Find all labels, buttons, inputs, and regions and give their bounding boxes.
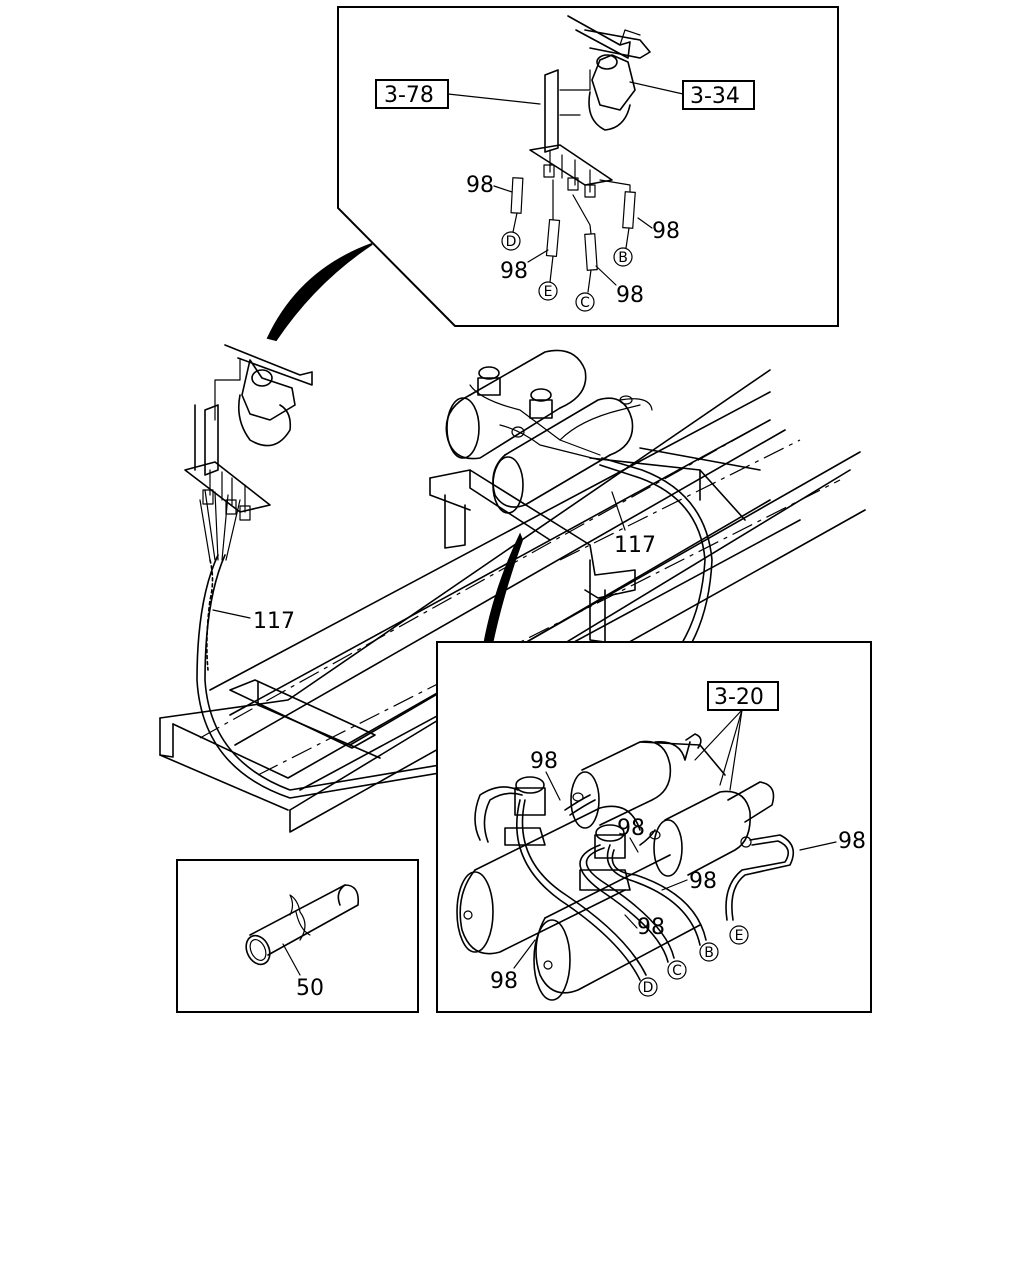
label-98-bottom-5: 98 <box>637 915 665 940</box>
circle-d-bottom: D <box>638 977 658 997</box>
callout-arc-top <box>266 243 373 342</box>
top-detail-panel <box>337 6 839 327</box>
svg-text:E: E <box>544 284 553 300</box>
ref-box-3-20 <box>707 681 779 711</box>
label-117-left: 117 <box>253 609 295 634</box>
svg-text:D: D <box>643 980 654 996</box>
label-98-top-3: 98 <box>500 259 528 284</box>
ref-label-3-20: 3-20 <box>714 685 764 710</box>
label-98-bottom-4: 98 <box>689 869 717 894</box>
circle-b-bottom: B <box>699 942 719 962</box>
circle-b-top: B <box>613 247 633 267</box>
ref-box-3-34 <box>682 80 755 110</box>
svg-text:C: C <box>580 295 590 311</box>
label-98-top-1: 98 <box>466 173 494 198</box>
label-50: 50 <box>296 976 324 1001</box>
tank-detail-panel <box>436 641 872 1013</box>
label-98-bottom-2: 98 <box>617 816 645 841</box>
circle-c-top: C <box>575 292 595 312</box>
label-98-top-2: 98 <box>652 219 680 244</box>
ref-label-3-34: 3-34 <box>690 84 740 109</box>
svg-text:D: D <box>506 234 517 250</box>
label-98-bottom-1: 98 <box>530 749 558 774</box>
svg-text:B: B <box>704 945 714 961</box>
svg-text:E: E <box>735 928 744 944</box>
svg-text:B: B <box>618 250 628 266</box>
circle-e-bottom: E <box>729 925 749 945</box>
label-98-bottom-3: 98 <box>838 829 866 854</box>
brake-valve-main <box>184 344 313 521</box>
label-98-top-4: 98 <box>616 283 644 308</box>
air-tanks-main <box>445 349 653 514</box>
circle-e-top: E <box>538 281 558 301</box>
label-98-bottom-6: 98 <box>490 969 518 994</box>
svg-text:C: C <box>672 963 682 979</box>
label-117-right: 117 <box>614 533 656 558</box>
ref-label-3-78: 3-78 <box>384 83 434 108</box>
sleeve-detail-panel <box>176 859 419 1013</box>
chassis-frame <box>159 369 866 833</box>
circle-c-bottom: C <box>667 960 687 980</box>
circle-d-top: D <box>501 231 521 251</box>
